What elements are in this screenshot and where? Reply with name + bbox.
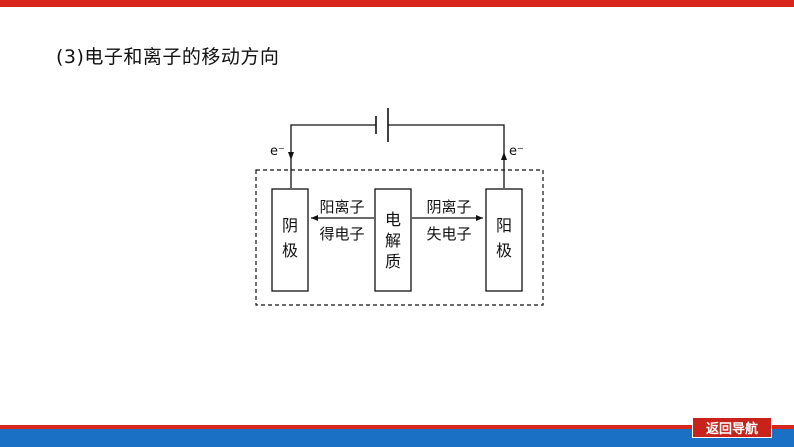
electrolyte-label-1: 电 xyxy=(385,210,401,229)
anode-label-2: 极 xyxy=(496,241,512,260)
battery-symbol xyxy=(375,108,389,142)
electron-arrow-left xyxy=(288,152,294,160)
anion-label: 阴离子 xyxy=(426,198,471,216)
back-to-nav-button[interactable]: 返回导航 xyxy=(692,417,772,438)
anode-label-1: 阳 xyxy=(496,216,512,235)
cation-label: 阳离子 xyxy=(319,198,364,216)
electron-arrow-right xyxy=(501,152,507,160)
cell-boundary xyxy=(255,169,544,306)
page-title: (3)电子和离子的移动方向 xyxy=(56,46,280,68)
anion-lose-label: 失电子 xyxy=(426,225,471,243)
electrolyte-label-3: 质 xyxy=(385,252,401,271)
bottom-accent-bar xyxy=(0,429,794,447)
circuit-wire xyxy=(290,124,505,188)
bottom-red-stripe xyxy=(0,425,794,429)
cathode-label-1: 阴 xyxy=(282,216,298,235)
anode-box xyxy=(485,188,523,292)
top-accent-bar xyxy=(0,0,794,7)
electrolyte-box xyxy=(374,188,412,292)
electrolyte-label-2: 解 xyxy=(385,231,401,250)
electron-label-right: e⁻ xyxy=(509,144,524,159)
cation-gain-label: 得电子 xyxy=(319,225,364,243)
electron-label-left: e⁻ xyxy=(270,144,285,159)
cathode-label-2: 极 xyxy=(282,241,298,260)
cathode-box xyxy=(271,188,309,292)
